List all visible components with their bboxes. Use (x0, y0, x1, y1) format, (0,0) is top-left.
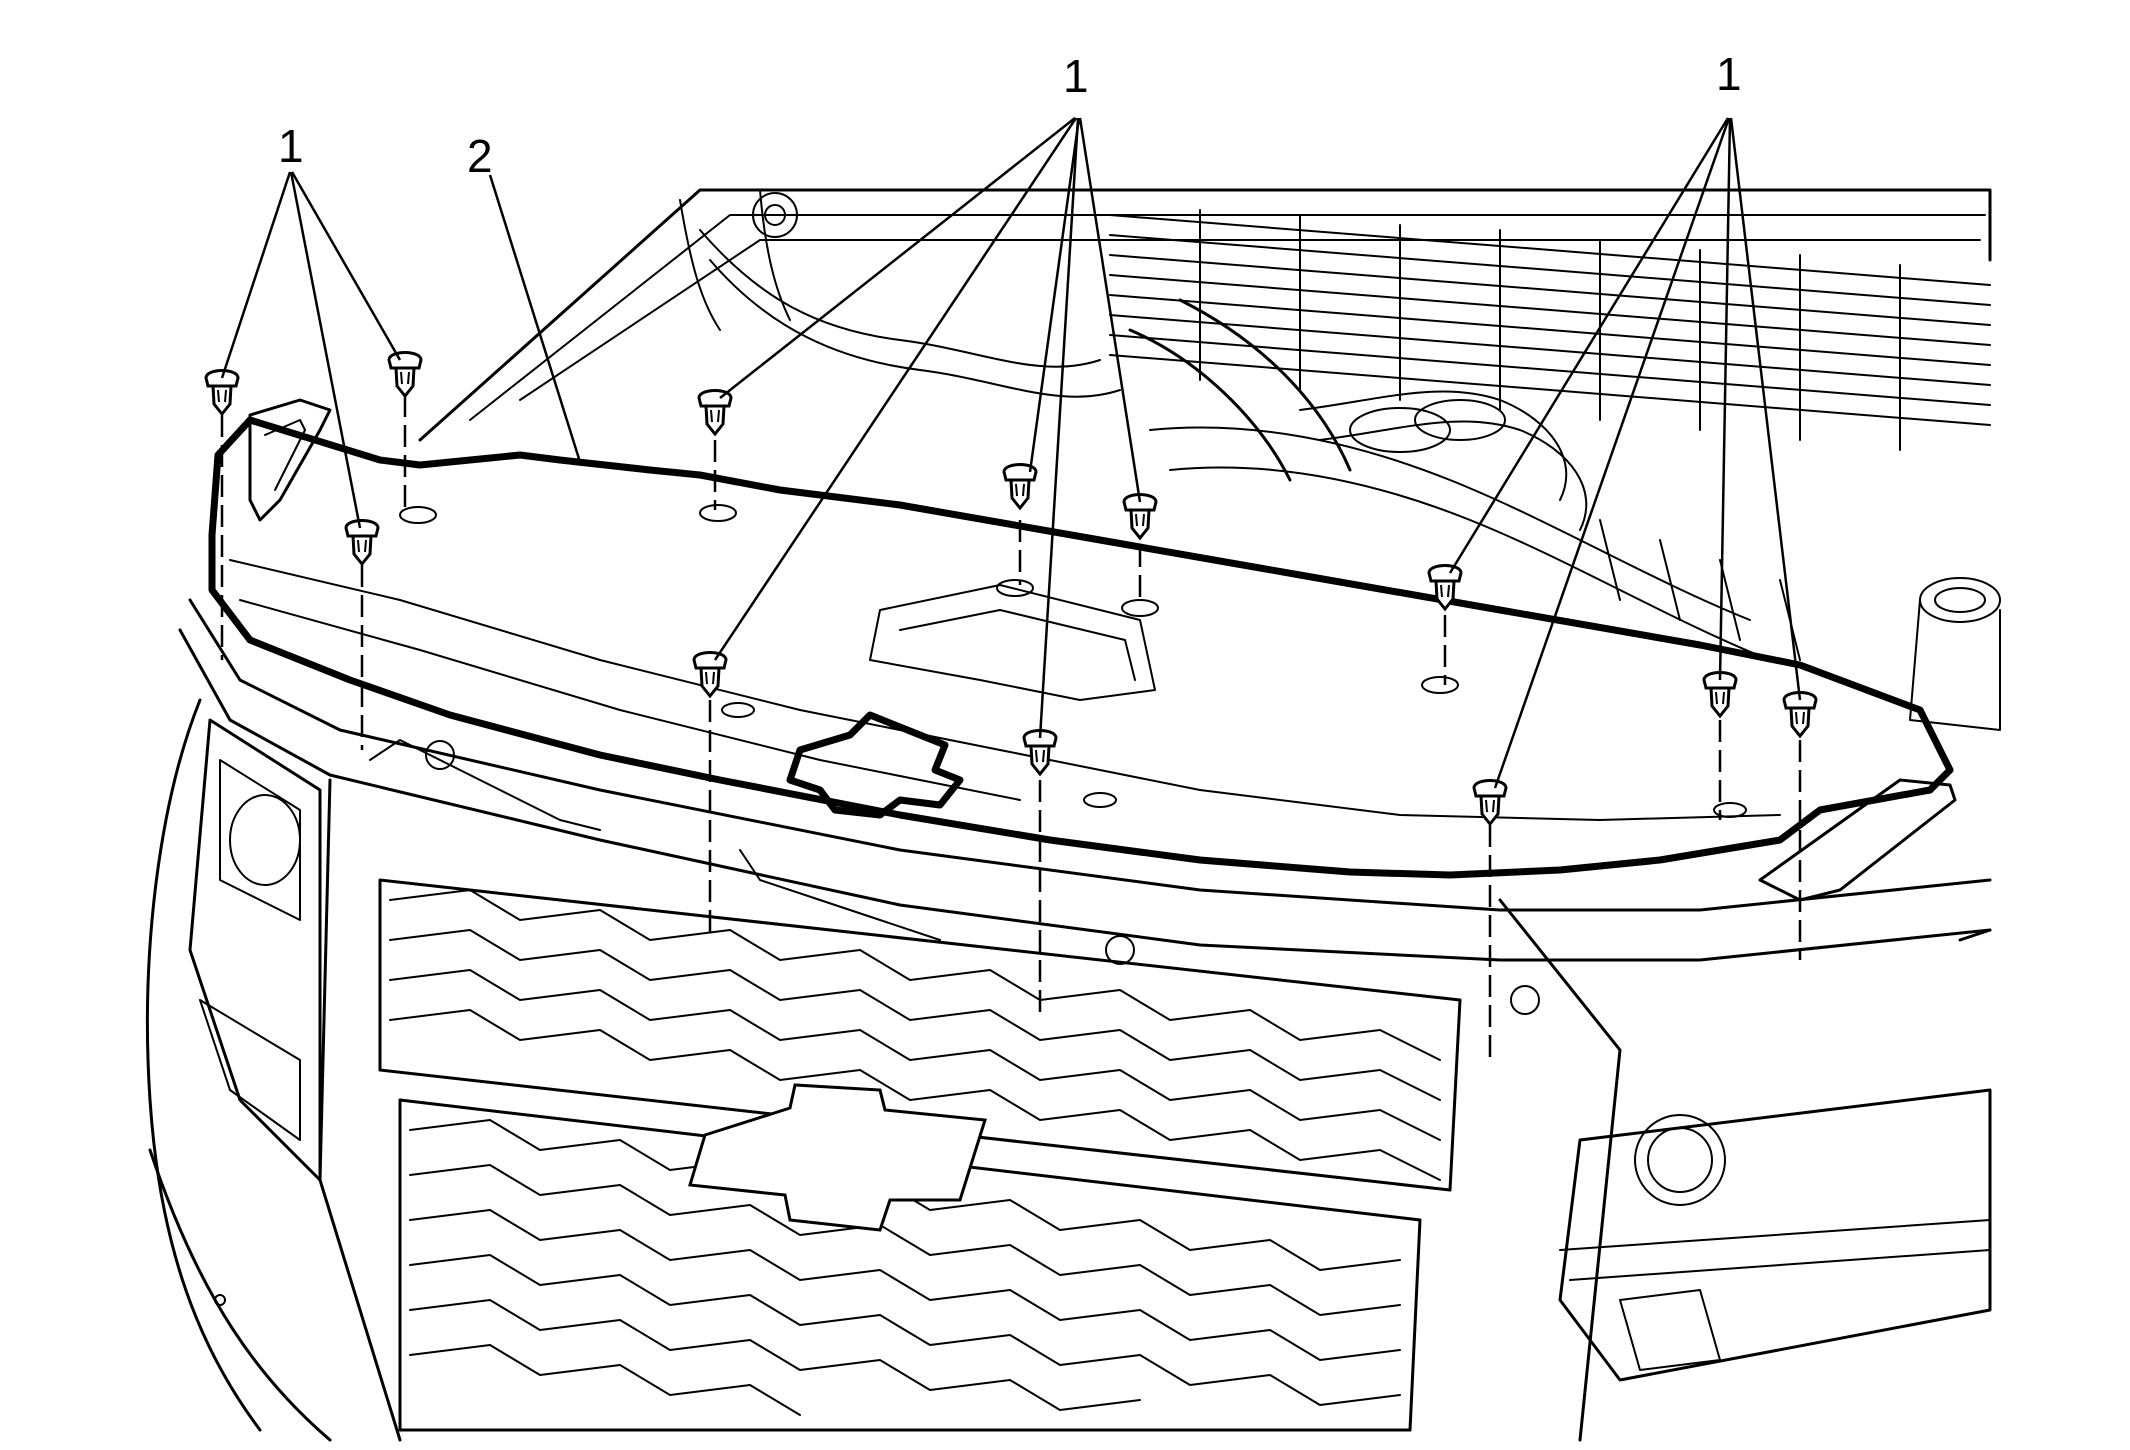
callout-1-center: 1 (1063, 50, 1089, 102)
reservoir-left (679, 189, 798, 331)
callout-1-right: 1 (1716, 48, 1742, 100)
radiator-air-baffle-panel (208, 398, 1957, 902)
callout-1-left: 1 (278, 120, 304, 172)
right-headlamp (1558, 1088, 1992, 1382)
fastener-1-b (387, 351, 423, 398)
radiator-core (1109, 209, 1991, 451)
front-fascia (145, 598, 1992, 1442)
coolant-reservoir (1909, 577, 2001, 731)
left-headlamp (188, 718, 322, 1182)
upper-grille-honeycomb (389, 889, 1441, 1181)
lower-grille-honeycomb (409, 1119, 1401, 1416)
fastener-1-c (344, 519, 380, 566)
engine-bay-background (418, 188, 2001, 731)
fastener-1-d (697, 389, 733, 436)
bowtie-emblem-icon (688, 1083, 987, 1232)
push-pin-fasteners (204, 351, 1818, 1060)
leader-lines (220, 117, 1802, 789)
panel-mounting-holes (399, 504, 1747, 818)
callout-2-panel: 2 (467, 130, 493, 182)
